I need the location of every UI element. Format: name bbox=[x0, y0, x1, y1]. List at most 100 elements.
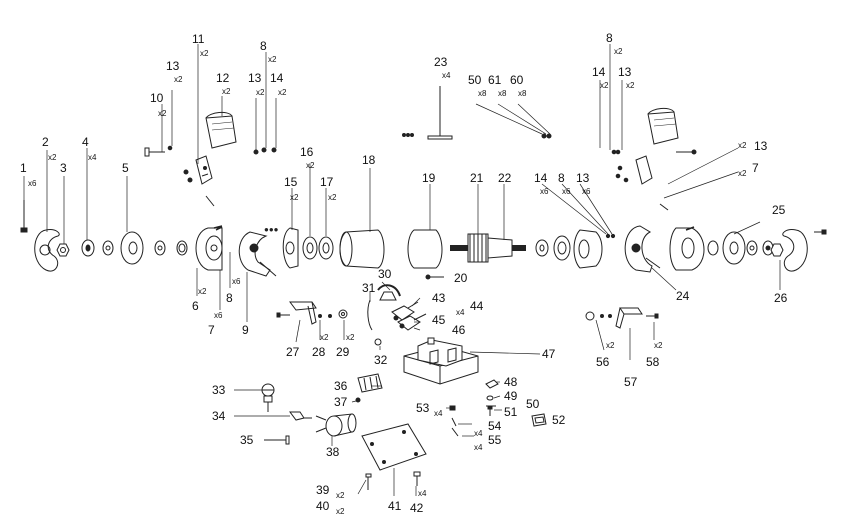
label-part-36: 36 bbox=[334, 379, 348, 393]
qty-part-7-b: x2 bbox=[738, 169, 747, 178]
right-guard-cover bbox=[782, 229, 827, 272]
label-part-20: 20 bbox=[454, 271, 468, 285]
label-part-45: 45 bbox=[432, 313, 446, 327]
label-part-48: 48 bbox=[504, 375, 518, 389]
part-14-8-13-screws-right bbox=[605, 233, 616, 239]
label-part-43: 43 bbox=[432, 291, 446, 305]
part-26-nut-washer bbox=[762, 240, 784, 257]
qty-part-8-c: x2 bbox=[614, 47, 623, 56]
part-3-nut bbox=[56, 243, 70, 257]
part-15-bearing-cap bbox=[282, 227, 299, 269]
qty-part-28: x2 bbox=[320, 333, 329, 342]
qty-part-54: x4 bbox=[474, 429, 483, 438]
qty-part-10: x2 bbox=[158, 109, 167, 118]
qty-part-39: x2 bbox=[336, 491, 345, 500]
label-part-23: 23 bbox=[434, 55, 448, 69]
label-part-17: 17 bbox=[320, 175, 334, 189]
label-part-54: 54 bbox=[488, 419, 502, 433]
part-36-terminal-block bbox=[355, 373, 383, 403]
qty-part-56: x2 bbox=[606, 341, 615, 350]
part-30-31-lamp-parts bbox=[367, 284, 401, 346]
qty-part-29: x2 bbox=[346, 333, 355, 342]
part-19-stator bbox=[407, 229, 443, 269]
label-part-2: 2 bbox=[42, 135, 49, 149]
label-part-14-c: 14 bbox=[592, 65, 606, 79]
label-part-7: 7 bbox=[208, 323, 215, 337]
label-part-8: 8 bbox=[226, 291, 233, 305]
label-part-19: 19 bbox=[422, 171, 436, 185]
qty-part-23: x4 bbox=[442, 71, 451, 80]
qty-part-2: x2 bbox=[48, 153, 57, 162]
label-part-30: 30 bbox=[378, 267, 392, 281]
qty-part-11: x2 bbox=[200, 49, 209, 58]
label-part-57: 57 bbox=[624, 375, 638, 389]
label-part-14-d: 14 bbox=[534, 171, 548, 185]
label-part-24: 24 bbox=[676, 289, 690, 303]
label-part-35: 35 bbox=[240, 433, 254, 447]
qty-part-60: x8 bbox=[518, 89, 527, 98]
label-part-13-d: 13 bbox=[754, 139, 768, 153]
label-part-1: 1 bbox=[20, 161, 27, 175]
right-eye-shield bbox=[647, 107, 679, 145]
label-part-7-b: 7 bbox=[752, 161, 759, 175]
label-part-37: 37 bbox=[334, 395, 348, 409]
label-part-42: 42 bbox=[410, 501, 424, 515]
part-52-switch-cover bbox=[531, 413, 547, 427]
qty-part-13-c: x2 bbox=[626, 81, 635, 90]
part-2-guard-cover bbox=[34, 229, 60, 272]
qty-part-13-a: x2 bbox=[174, 75, 183, 84]
part-34-strain-relief bbox=[289, 411, 312, 421]
part-21-22-rotor-shaft bbox=[450, 233, 526, 263]
label-part-25: 25 bbox=[772, 203, 786, 217]
label-part-3: 3 bbox=[60, 161, 67, 175]
label-part-10: 10 bbox=[150, 91, 164, 105]
qty-part-13-e: x6 bbox=[582, 187, 591, 196]
part-56-57-58-right-tool-rest bbox=[585, 307, 659, 329]
label-part-27: 27 bbox=[286, 345, 300, 359]
part-27-tool-rest bbox=[276, 301, 317, 325]
label-part-47: 47 bbox=[542, 347, 556, 361]
part-12-eye-shield bbox=[205, 111, 237, 149]
part-41-base-plate bbox=[361, 423, 427, 471]
label-part-13-a: 13 bbox=[166, 59, 180, 73]
label-part-38: 38 bbox=[326, 445, 340, 459]
part-9-eye-shield-bracket: ●●● bbox=[238, 225, 279, 277]
part-28-29-knob bbox=[318, 309, 348, 319]
qty-part-44: x4 bbox=[456, 308, 465, 317]
label-part-39: 39 bbox=[316, 483, 330, 497]
label-part-21: 21 bbox=[470, 171, 484, 185]
label-part-26: 26 bbox=[774, 291, 788, 305]
qty-part-8-d: x6 bbox=[562, 187, 571, 196]
label-part-18: 18 bbox=[362, 153, 376, 167]
label-part-11: 11 bbox=[192, 32, 205, 46]
label-part-51: 51 bbox=[504, 405, 518, 419]
label-part-13-e: 13 bbox=[576, 171, 590, 185]
label-part-6: 6 bbox=[192, 299, 199, 313]
part-43-46-switch-parts bbox=[391, 301, 427, 331]
qty-part-14-c: x2 bbox=[600, 81, 609, 90]
qty-part-6: x2 bbox=[198, 287, 207, 296]
label-part-61: 61 bbox=[488, 73, 502, 87]
label-part-4: 4 bbox=[82, 135, 89, 149]
label-part-13-c: 13 bbox=[618, 65, 632, 79]
label-part-32: 32 bbox=[374, 353, 388, 367]
leader-lines bbox=[23, 44, 781, 496]
qty-part-13-d: x2 bbox=[738, 141, 747, 150]
label-part-60: 60 bbox=[510, 73, 524, 87]
part-24-eye-shield-bracket-right bbox=[624, 225, 661, 273]
label-part-31: 31 bbox=[362, 281, 376, 295]
qty-part-12: x2 bbox=[222, 87, 231, 96]
part-1-pin bbox=[20, 200, 28, 233]
part-25-grinding-wheel-right bbox=[707, 231, 758, 265]
qty-part-40: x2 bbox=[336, 507, 345, 516]
label-part-33: 33 bbox=[212, 383, 226, 397]
qty-part-14-a: x2 bbox=[278, 88, 287, 97]
label-part-29: 29 bbox=[336, 345, 350, 359]
qty-part-7: x6 bbox=[214, 311, 223, 320]
label-part-58: 58 bbox=[646, 355, 660, 369]
label-part-46: 46 bbox=[452, 323, 466, 337]
label-part-44: 44 bbox=[470, 299, 484, 313]
label-part-15: 15 bbox=[284, 175, 298, 189]
